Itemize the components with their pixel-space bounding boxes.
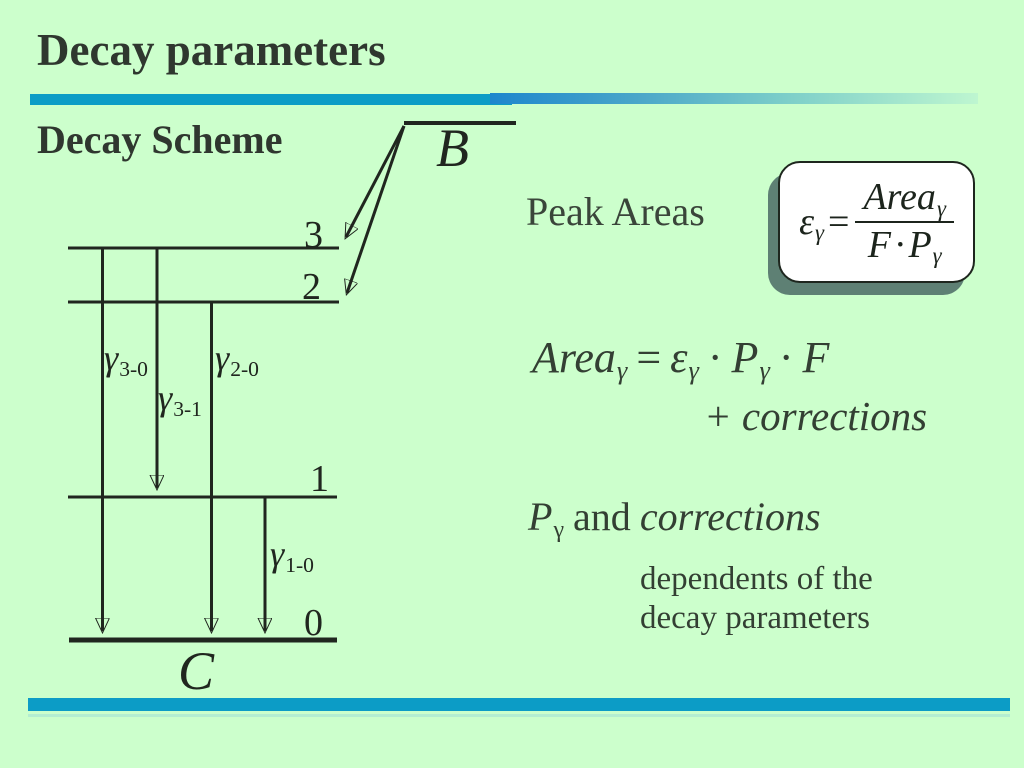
level-0-label: 0 [304,602,323,644]
gamma-subscript: 3-1 [173,397,202,422]
efficiency-formula-box: εγ = Areaγ F·Pγ [778,161,975,283]
gamma-symbol: γ [270,534,285,574]
decay-scheme-heading: Decay Scheme [37,117,283,162]
page-title: Decay parameters [37,25,386,75]
daughter-nucleus-label: C [178,641,215,701]
dependents-line-2: decay parameters [640,600,870,636]
footer-rule-accent [28,714,1010,717]
peak-areas-heading: Peak Areas [526,189,705,234]
gamma-3-0-label: γ3-0 [104,338,148,380]
gamma-subscript: 2-0 [230,357,259,382]
gamma-2-0-label: γ2-0 [215,338,259,380]
gamma-symbol: γ [215,338,230,378]
dependents-line-1: dependents of the [640,561,873,597]
fraction-numerator: Areaγ [855,176,954,223]
level-3-label: 3 [304,214,323,256]
corrections-line: + corrections [704,393,928,439]
gamma-subscript: 3-0 [119,357,148,382]
feeding-arrow-level-3 [346,125,406,237]
gamma-1-0-label: γ1-0 [270,534,314,576]
feeding-arrow-level-2 [347,125,406,293]
title-rule-gradient [490,93,978,104]
equals-sign: = [828,201,850,243]
epsilon-symbol: εγ [799,201,825,246]
level-1-label: 1 [310,458,329,500]
gamma-subscript: 1-0 [285,553,314,578]
gamma-symbol: γ [158,378,173,418]
fraction: Areaγ F·Pγ [855,176,954,269]
gamma-symbol: γ [104,338,119,378]
level-2-label: 2 [302,266,321,308]
fraction-denominator: F·Pγ [867,224,942,269]
footer-rule [28,698,1010,711]
gamma-3-1-label: γ3-1 [158,378,202,420]
parent-nucleus-label: B [436,118,469,178]
area-formula: Areaγ=εγ·Pγ·F [532,333,830,386]
title-rule-solid [30,94,512,105]
